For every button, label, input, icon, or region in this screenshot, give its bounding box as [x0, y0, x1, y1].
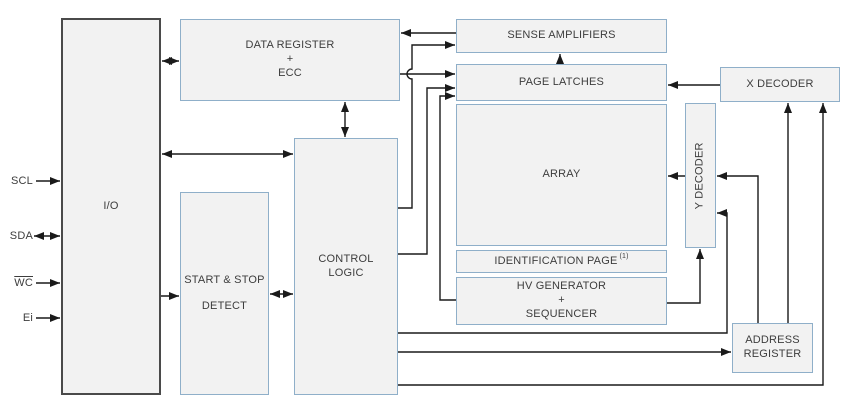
sense-amplifiers-label: SENSE AMPLIFIERS	[507, 29, 616, 42]
data-register-line1: DATA REGISTER	[245, 39, 335, 52]
signal-label-scl: SCL	[11, 175, 33, 187]
block-data-register: DATA REGISTER + ECC	[180, 19, 400, 101]
hv-generator-line1: HV GENERATOR	[516, 280, 607, 293]
data-register-line3: ECC	[278, 66, 302, 79]
block-array: ARRAY	[456, 104, 667, 246]
block-io: I/O	[61, 18, 161, 395]
block-io-label: I/O	[103, 199, 119, 212]
conn-address-register-y-decoder	[717, 172, 759, 323]
x-decoder-label: X DECODER	[746, 77, 814, 90]
conn-hv-generator-page-latches	[439, 92, 456, 301]
conn-hv-generator-y-decoder	[667, 249, 704, 304]
identification-page-label: IDENTIFICATION PAGE	[494, 254, 618, 267]
hv-generator-line2: +	[558, 294, 565, 307]
block-address-register: ADDRESS REGISTER	[732, 323, 813, 373]
address-register-line1: ADDRESS	[745, 334, 800, 347]
block-y-decoder: Y DECODER	[685, 103, 716, 248]
start-stop-line1: START & STOP	[184, 273, 265, 286]
block-page-latches: PAGE LATCHES	[456, 64, 667, 101]
start-stop-line2: DETECT	[201, 299, 248, 312]
address-register-line2: REGISTER	[743, 348, 802, 360]
control-logic-line1: CONTROL	[318, 252, 374, 265]
block-control-logic: CONTROL LOGIC	[294, 138, 398, 395]
block-sense-amplifiers: SENSE AMPLIFIERS	[456, 19, 667, 53]
signal-label-sda: SDA	[9, 230, 33, 242]
array-label: ARRAY	[542, 168, 581, 181]
y-decoder-label: Y DECODER	[693, 142, 706, 209]
signal-label-wc-bar: WC	[14, 277, 33, 289]
hv-generator-line3: SEQUENCER	[525, 307, 598, 320]
conn-control-logic-sense-amplifiers	[398, 41, 455, 209]
signal-label-ei: Ei	[22, 312, 33, 324]
block-x-decoder: X DECODER	[720, 67, 840, 102]
identification-page-note-ref: (1)	[619, 253, 629, 261]
block-start-stop-detect: START & STOP DETECT	[180, 192, 269, 395]
block-hv-generator: HV GENERATOR + SEQUENCER	[456, 277, 667, 325]
control-logic-line2: LOGIC	[328, 266, 364, 279]
conn-control-logic-page-latches	[398, 84, 455, 255]
data-register-line2: +	[286, 53, 294, 66]
page-latches-label: PAGE LATCHES	[518, 75, 605, 88]
block-identification-page: IDENTIFICATION PAGE (1)	[456, 250, 667, 273]
